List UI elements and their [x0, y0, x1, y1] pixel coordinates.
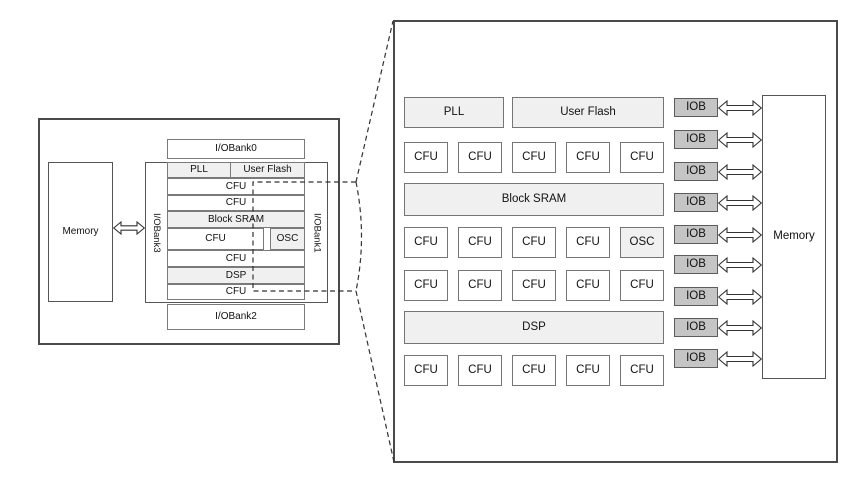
double-arrow-icon [113, 221, 145, 235]
detail-cfu-block: CFU [458, 355, 502, 386]
detail-cfu-block: CFU [512, 270, 556, 301]
overview-cfu-label: CFU [225, 252, 247, 264]
overview-user-flash-label: User Flash [243, 164, 292, 175]
double-arrow-icon [718, 289, 762, 305]
detail-cfu-block: CFU [566, 270, 610, 301]
detail-cfu-block: CFU [512, 227, 556, 258]
double-arrow-icon [718, 320, 762, 336]
overview-block-sram: Block SRAM [167, 211, 305, 228]
detail-cfu-block: CFU [620, 355, 664, 386]
detail-block-sram-label: Block SRAM [501, 192, 567, 205]
detail-iob-block-6: IOB [674, 255, 718, 274]
overview-cfu-row-1: CFU [167, 178, 305, 195]
overview-pll-label: PLL [190, 164, 208, 175]
detail-cfu-block: CFU [566, 355, 610, 386]
magnified-region-outline-curve [355, 181, 363, 292]
detail-pll-block: PLL [404, 97, 504, 128]
overview-iobank0-box: I/OBank0 [167, 139, 305, 159]
detail-cfu-block: CFU [404, 142, 448, 173]
overview-cfu-label: CFU [225, 286, 247, 297]
overview-cfu-label: CFU [225, 197, 247, 208]
overview-block-sram-label: Block SRAM [207, 213, 265, 225]
detail-memory-label: Memory [773, 230, 815, 243]
callout-line-top [355, 20, 394, 183]
detail-user-flash-block: User Flash [512, 97, 664, 128]
detail-cfu-block: CFU [458, 270, 502, 301]
detail-cfu-block: CFU [620, 270, 664, 301]
detail-cfu-block: CFU [566, 227, 610, 258]
overview-iobank0-label: I/OBank0 [215, 143, 257, 154]
overview-cfu-row-3: CFU [167, 250, 305, 267]
detail-cfu-block: CFU [620, 142, 664, 173]
detail-iob-block-4: IOB [674, 193, 718, 212]
overview-iobank3-label: I/OBank3 [150, 212, 162, 253]
detail-dsp-label: DSP [522, 320, 546, 333]
detail-memory-block: Memory [762, 95, 826, 379]
overview-user-flash-block: User Flash [230, 162, 305, 178]
detail-iob-block-9: IOB [674, 349, 718, 368]
overview-cfu-row-2: CFU [167, 195, 305, 211]
detail-cfu-block: CFU [512, 355, 556, 386]
detail-pll-label: PLL [443, 105, 465, 118]
detail-block-sram: Block SRAM [404, 183, 664, 216]
detail-cfu-block: CFU [458, 227, 502, 258]
overview-iobank2-box: I/OBank2 [167, 304, 305, 330]
double-arrow-icon [718, 195, 762, 211]
detail-cfu-block: CFU [404, 270, 448, 301]
detail-cfu-block: CFU [512, 142, 556, 173]
overview-osc-block: OSC [270, 228, 305, 250]
detail-iob-block-5: IOB [674, 225, 718, 244]
overview-memory-block: Memory [48, 162, 113, 302]
double-arrow-icon [718, 132, 762, 148]
double-arrow-icon [718, 100, 762, 116]
overview-osc-label: OSC [276, 233, 299, 244]
double-arrow-icon [718, 351, 762, 367]
detail-iob-block-7: IOB [674, 287, 718, 306]
detail-iob-block-1: IOB [674, 98, 718, 117]
detail-cfu-block: CFU [458, 142, 502, 173]
double-arrow-icon [718, 257, 762, 273]
detail-cfu-block: CFU [404, 227, 448, 258]
overview-dsp-label: DSP [225, 269, 247, 281]
detail-iob-block-2: IOB [674, 130, 718, 149]
overview-cfu-label: CFU [225, 180, 247, 192]
overview-cfu-label: CFU [205, 233, 226, 244]
overview-cfu-row-4: CFU [167, 284, 305, 300]
detail-dsp-block: DSP [404, 311, 664, 344]
double-arrow-icon [718, 227, 762, 243]
detail-cfu-block: CFU [404, 355, 448, 386]
overview-iobank2-label: I/OBank2 [215, 311, 257, 322]
callout-line-bottom [355, 290, 395, 463]
overview-dsp-block: DSP [167, 267, 305, 284]
detail-iob-block-3: IOB [674, 162, 718, 181]
detail-user-flash-label: User Flash [560, 105, 616, 118]
double-arrow-icon [718, 164, 762, 180]
detail-iob-block-8: IOB [674, 318, 718, 337]
overview-pll-block: PLL [167, 162, 231, 178]
detail-cfu-block: CFU [566, 142, 610, 173]
overview-memory-label: Memory [62, 226, 99, 237]
overview-cfu-osc-row-cfu: CFU [167, 228, 264, 250]
detail-osc-block: OSC [620, 227, 664, 258]
overview-iobank1-label: I/OBank1 [311, 212, 323, 253]
